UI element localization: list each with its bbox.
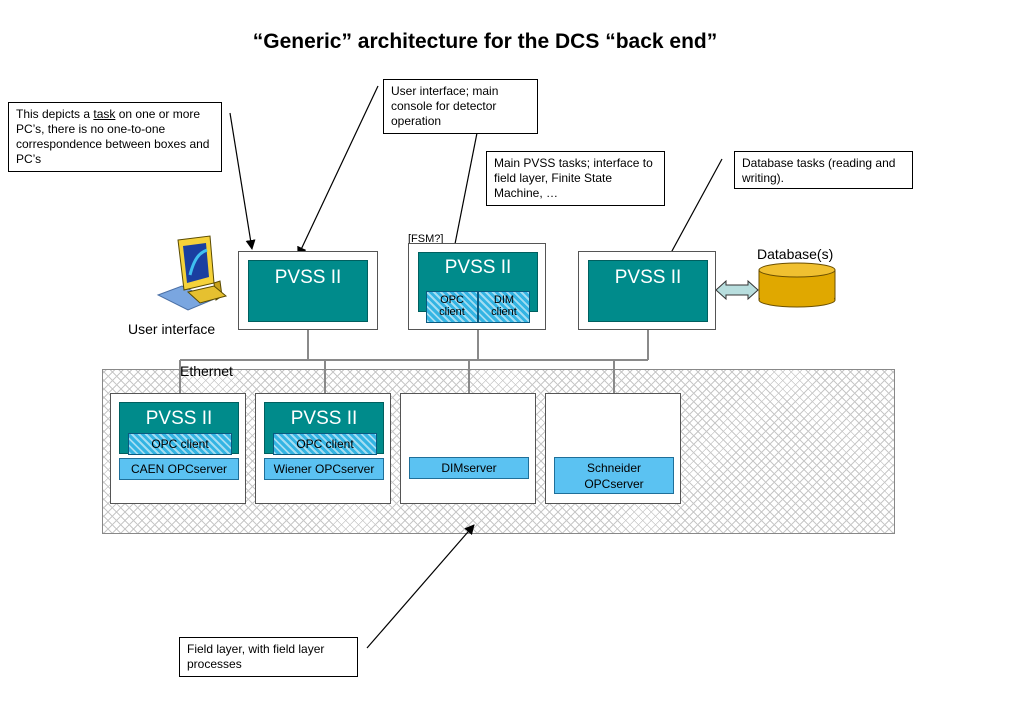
- task-emphasis: task: [93, 107, 116, 121]
- wiener-opc-client-box: OPC client: [273, 433, 377, 455]
- callout-user-interface: User interface; main console for detecto…: [383, 79, 538, 134]
- opc-client-box: OPC client: [426, 291, 478, 323]
- caen-pvss-label: PVSS II: [145, 408, 213, 429]
- main-pvss-label: PVSS II: [444, 257, 512, 278]
- arrow-main-pvss: [449, 132, 478, 255]
- diagram-title: “Generic” architecture for the DCS “back…: [252, 30, 718, 53]
- arrow-field-layer: [366, 524, 475, 649]
- db-pvss-box: PVSS II: [588, 260, 708, 322]
- arrow-user-interface: [297, 85, 379, 257]
- db-pvss-label: PVSS II: [614, 267, 682, 288]
- computer-monitor-icon: [156, 235, 228, 311]
- db-pvss-frame: PVSS II: [578, 251, 716, 330]
- callout-database-tasks: Database tasks (reading and writing).: [734, 151, 913, 189]
- callout-main-pvss: Main PVSS tasks; interface to field laye…: [486, 151, 665, 206]
- schneider-opcserver-box: Schneider OPCserver: [554, 457, 674, 494]
- callout-field-layer: Field layer, with field layer processes: [179, 637, 358, 677]
- main-pvss-frame: PVSS II OPC client DIM client: [408, 243, 546, 330]
- database-icon: [758, 262, 836, 308]
- ethernet-label: Ethernet: [180, 363, 233, 379]
- wiener-pvss-label: PVSS II: [290, 408, 358, 429]
- arrow-task: [229, 112, 256, 250]
- schneider-frame: Schneider OPCserver: [545, 393, 681, 504]
- fsm-note: [FSM?]: [408, 233, 444, 245]
- callout-task: This depicts a task on one or more PC’s,…: [8, 102, 222, 172]
- caen-opcserver-box: CAEN OPCserver: [119, 458, 239, 480]
- wiener-opcserver-box: Wiener OPCserver: [264, 458, 384, 480]
- database-label: Database(s): [757, 246, 834, 262]
- wiener-frame: PVSS II OPC client Wiener OPCserver: [255, 393, 391, 504]
- user-interface-label: User interface: [128, 321, 216, 337]
- arrow-database: [665, 158, 723, 263]
- dimserver-box: DIMserver: [409, 457, 529, 479]
- caen-opc-client-box: OPC client: [128, 433, 232, 455]
- ui-pvss-frame: PVSS II: [238, 251, 378, 330]
- dim-client-box: DIM client: [478, 291, 530, 323]
- caen-frame: PVSS II OPC client CAEN OPCserver: [110, 393, 246, 504]
- db-double-arrow: [715, 279, 759, 301]
- ui-pvss-label: PVSS II: [274, 267, 342, 288]
- ethernet-bus: [179, 325, 649, 393]
- ui-pvss-box: PVSS II: [248, 260, 368, 322]
- dim-frame: DIMserver: [400, 393, 536, 504]
